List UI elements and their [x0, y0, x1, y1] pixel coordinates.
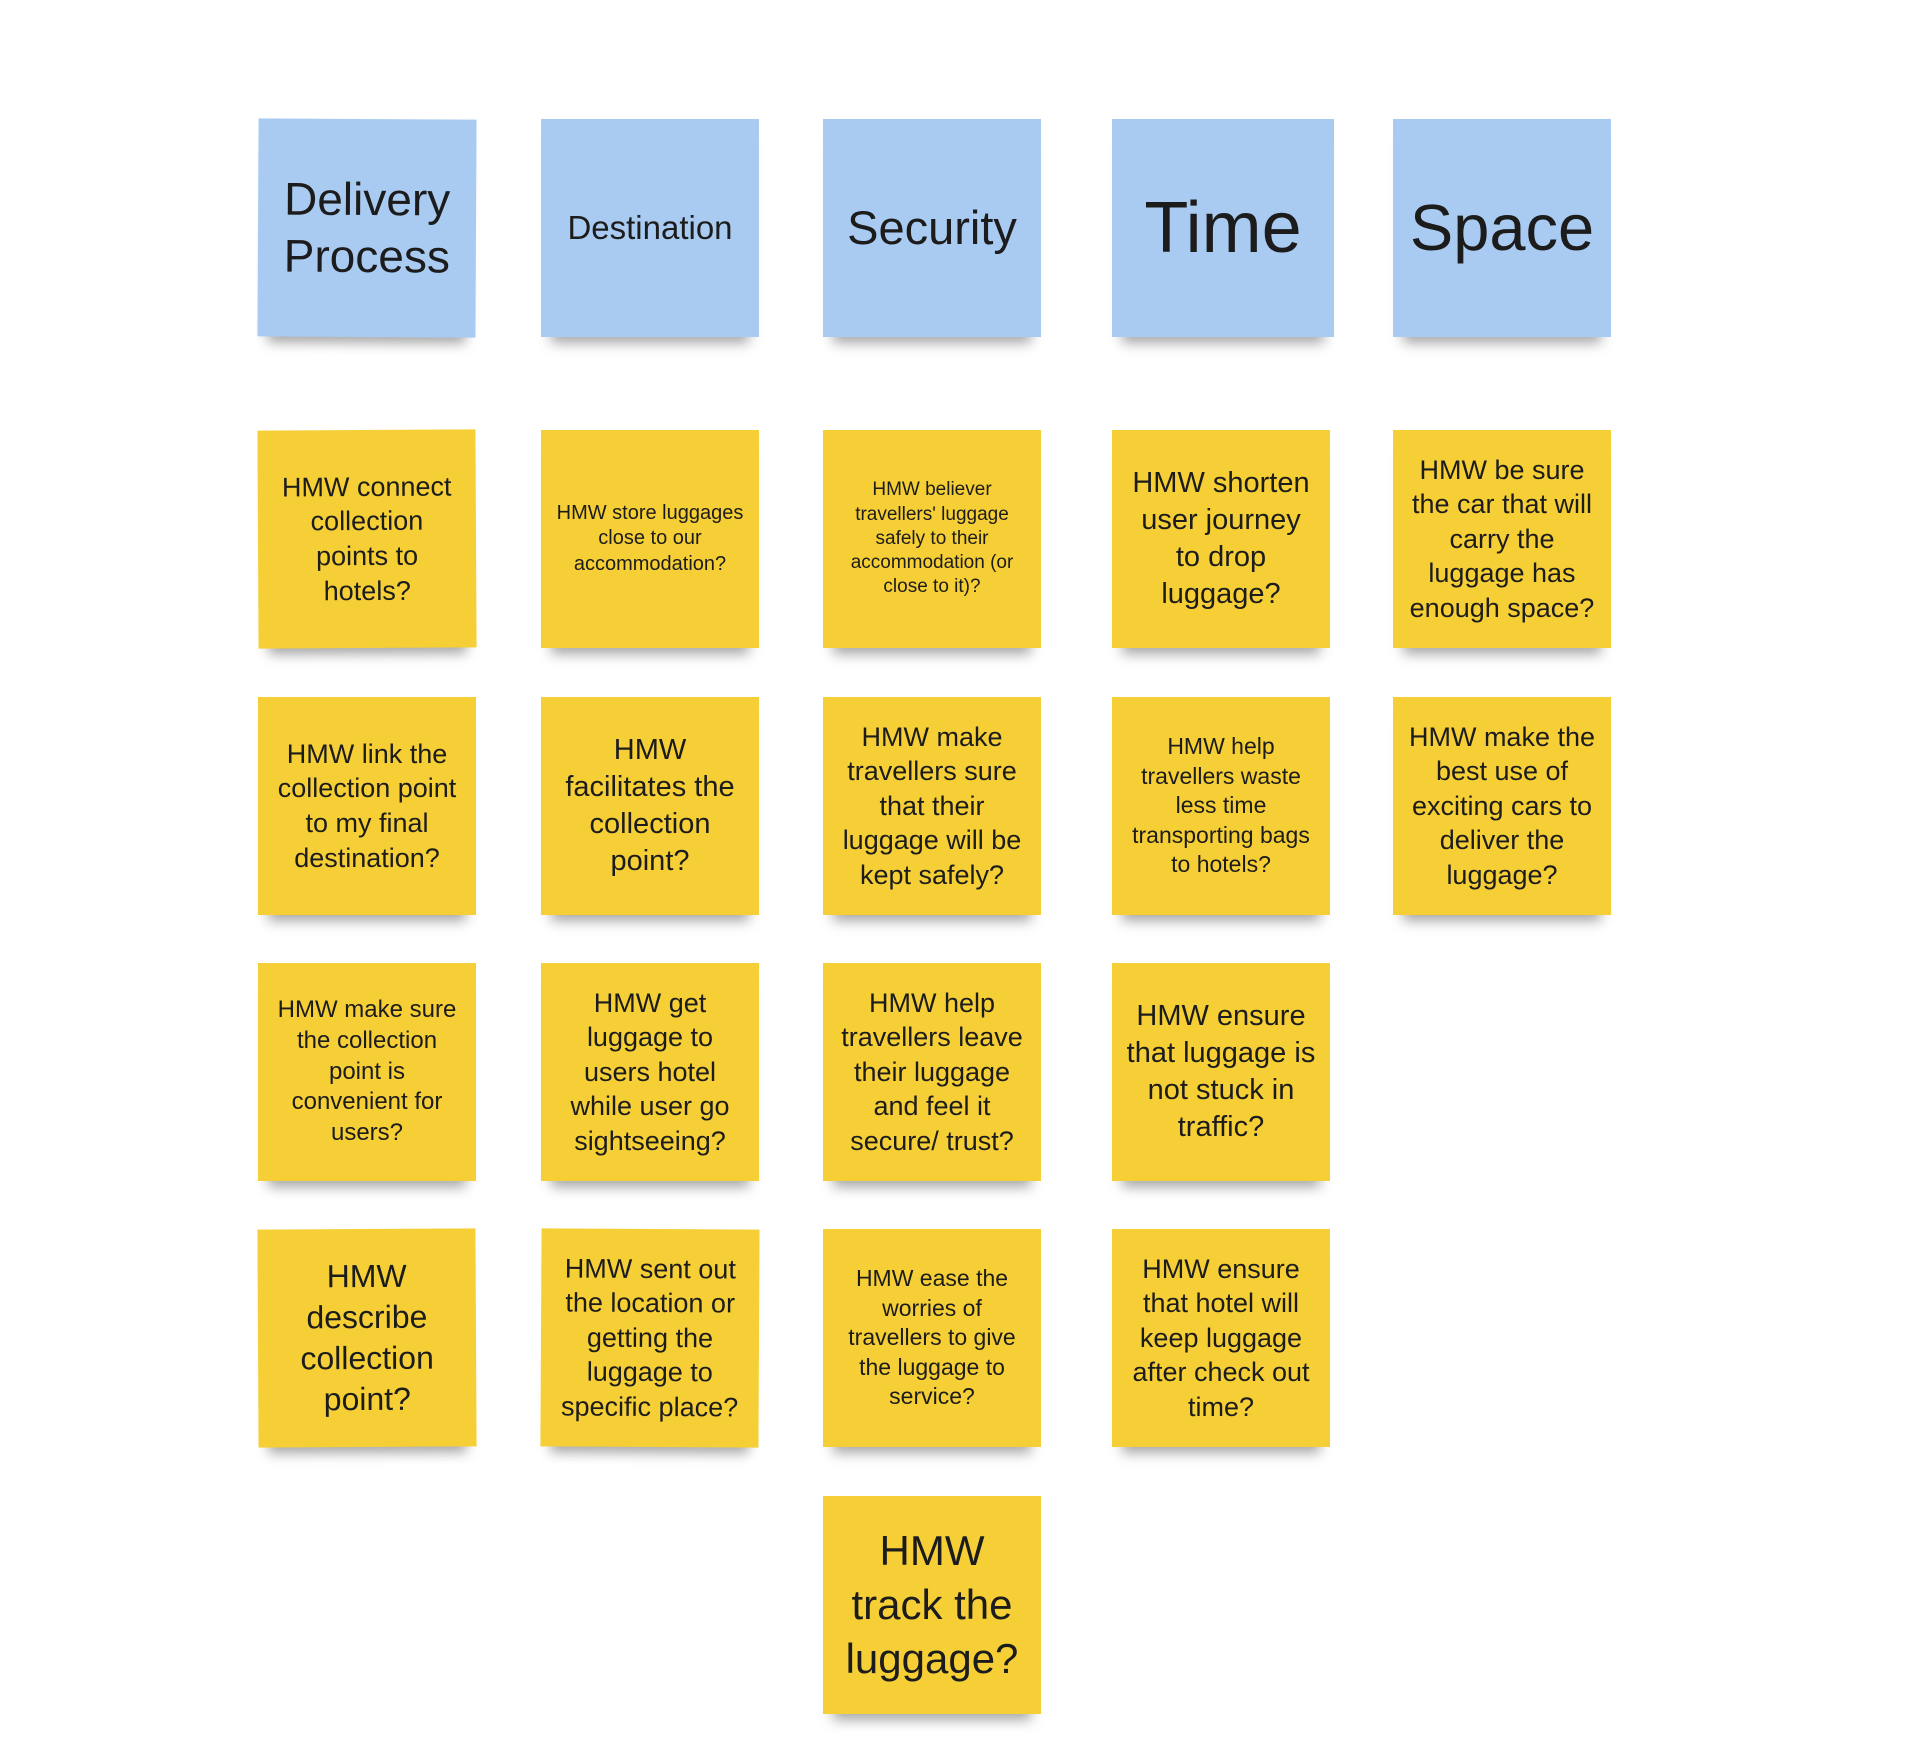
sticky-note[interactable]: HMW ensure that luggage is not stuck in …	[1112, 963, 1330, 1181]
note-text: HMW link the collection point to my fina…	[277, 738, 457, 873]
header-time[interactable]: Time	[1112, 119, 1334, 337]
note-text: HMW shorten user journey to drop luggage…	[1132, 466, 1310, 611]
note-text: HMW help travellers waste less time tran…	[1132, 733, 1310, 878]
sticky-note[interactable]: HMW shorten user journey to drop luggage…	[1112, 430, 1330, 648]
note-text: HMW be sure the car that will carry the …	[1409, 454, 1595, 623]
note-text: HMW get luggage to users hotel while use…	[570, 987, 730, 1156]
sticky-note[interactable]: HMW sent out the location or getting the…	[540, 1228, 760, 1448]
header-security[interactable]: Security	[823, 119, 1041, 337]
note-text: HMW believer travellers' luggage safely …	[850, 479, 1014, 598]
note-text: HMW make travellers sure that their lugg…	[842, 721, 1022, 890]
note-text: HMW store luggages close to our accommod…	[556, 501, 744, 575]
header-space[interactable]: Space	[1393, 119, 1611, 337]
note-text: HMW facilitates the collection point?	[565, 733, 735, 878]
sticky-note[interactable]: HMW facilitates the collection point?	[541, 697, 759, 915]
note-text: HMW sent out the location or getting the…	[560, 1253, 739, 1423]
sticky-note[interactable]: HMW ensure that hotel will keep luggage …	[1112, 1229, 1330, 1447]
sticky-note[interactable]: HMW store luggages close to our accommod…	[541, 430, 759, 648]
note-text: HMW make the best use of exciting cars t…	[1408, 721, 1596, 890]
sticky-note[interactable]: HMW ease the worries of travellers to gi…	[823, 1229, 1041, 1447]
sticky-note[interactable]: HMW be sure the car that will carry the …	[1393, 430, 1611, 648]
note-text: HMW make sure the collection point is co…	[277, 996, 457, 1147]
sticky-note[interactable]: HMW describe collection point?	[257, 1228, 477, 1448]
header-label: Time	[1144, 187, 1302, 268]
note-text: HMW describe collection point?	[300, 1257, 434, 1418]
sticky-note[interactable]: HMW make travellers sure that their lugg…	[823, 697, 1041, 915]
header-destination[interactable]: Destination	[541, 119, 759, 337]
sticky-note[interactable]: HMW connect collection points to hotels?	[257, 429, 477, 649]
sticky-note[interactable]: HMW track the luggage?	[823, 1496, 1041, 1714]
sticky-note[interactable]: HMW help travellers waste less time tran…	[1112, 697, 1330, 915]
sticky-note[interactable]: HMW make the best use of exciting cars t…	[1393, 697, 1611, 915]
sticky-note[interactable]: HMW make sure the collection point is co…	[258, 963, 476, 1181]
note-text: HMW ensure that hotel will keep luggage …	[1132, 1253, 1310, 1422]
sticky-note[interactable]: HMW link the collection point to my fina…	[258, 697, 476, 915]
sticky-note[interactable]: HMW believer travellers' luggage safely …	[823, 430, 1041, 648]
note-text: HMW connect collection points to hotels?	[281, 471, 452, 606]
note-text: HMW ease the worries of travellers to gi…	[848, 1265, 1016, 1410]
note-text: HMW help travellers leave their luggage …	[841, 987, 1023, 1156]
sticky-note[interactable]: HMW get luggage to users hotel while use…	[541, 963, 759, 1181]
header-delivery-process[interactable]: Delivery Process	[257, 118, 477, 338]
note-text: HMW ensure that luggage is not stuck in …	[1126, 999, 1316, 1144]
header-label: Security	[847, 200, 1017, 254]
sticky-note[interactable]: HMW help travellers leave their luggage …	[823, 963, 1041, 1181]
header-label: Delivery Process	[283, 172, 451, 283]
header-label: Space	[1409, 191, 1595, 265]
note-text: HMW track the luggage?	[845, 1527, 1019, 1682]
header-label: Destination	[567, 208, 733, 246]
